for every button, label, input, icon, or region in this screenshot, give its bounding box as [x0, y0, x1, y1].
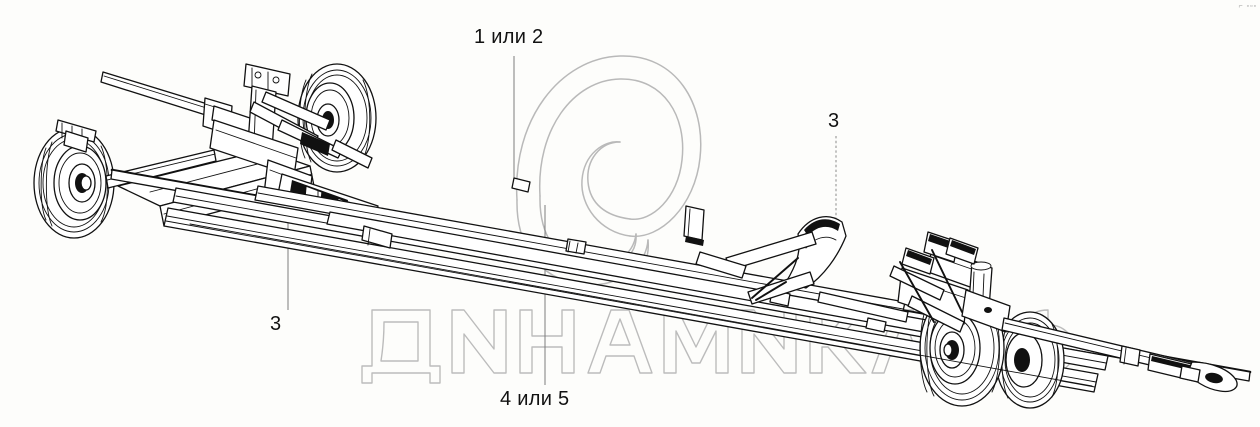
- left-tow-bar: [100, 71, 269, 140]
- right-dual-wheels: [919, 289, 1065, 409]
- corner-mark: ⌐ ▫▫▫: [1238, 3, 1257, 10]
- secondary-frame-beam: [254, 185, 961, 339]
- lower-detail-beams: [189, 223, 1093, 387]
- callout-label-3-right: 3: [828, 110, 840, 132]
- callout-label-3-left: 3: [270, 313, 282, 335]
- front-left-wheel: [33, 119, 217, 239]
- rear-left-wheel: [243, 63, 377, 173]
- right-axle-assembly: [889, 231, 1011, 333]
- callout-label-4-or-5: 4 или 5: [500, 388, 570, 410]
- callout-label-1-or-2: 1 или 2: [474, 26, 544, 48]
- curved-support-plate: [695, 216, 847, 305]
- right-tow-eye: [1001, 317, 1238, 393]
